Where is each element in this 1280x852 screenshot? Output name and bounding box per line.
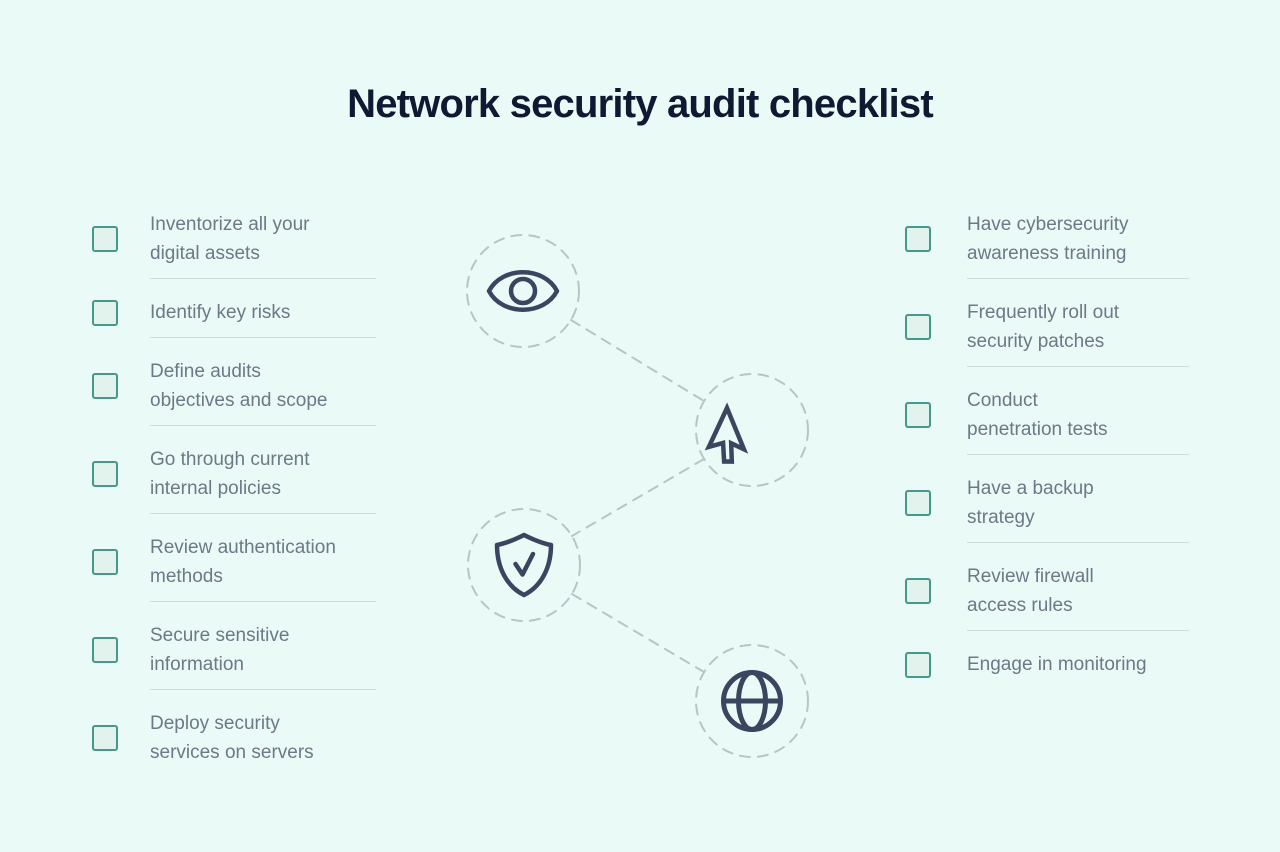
checkbox[interactable] — [905, 578, 931, 604]
checklist-item: Identify key risks — [92, 279, 376, 337]
divider — [150, 513, 376, 514]
checklist-item-label: Engage in monitoring — [967, 654, 1147, 675]
checkbox[interactable] — [92, 725, 118, 751]
checkbox[interactable] — [905, 226, 931, 252]
divider — [967, 542, 1189, 543]
divider — [967, 454, 1189, 455]
checkbox[interactable] — [92, 637, 118, 663]
cursor-icon — [704, 402, 749, 464]
checkbox[interactable] — [905, 651, 931, 678]
dashed-circle-eye — [466, 234, 580, 348]
dashed-circle-cursor — [695, 373, 809, 487]
checkbox[interactable] — [92, 549, 118, 575]
dashed-circle-shield — [467, 508, 581, 622]
checkbox[interactable] — [905, 314, 931, 340]
divider — [967, 366, 1189, 367]
checkbox[interactable] — [905, 402, 931, 428]
eye-icon — [486, 270, 560, 312]
checkbox[interactable] — [92, 226, 118, 252]
divider — [150, 425, 376, 426]
connector-line — [571, 593, 705, 673]
divider — [967, 630, 1189, 631]
checkbox[interactable] — [905, 490, 931, 516]
dashed-circle-globe — [695, 644, 809, 758]
checkbox[interactable] — [92, 461, 118, 487]
checklist-item: Engage in monitoring — [905, 631, 1189, 689]
connector-line — [570, 319, 705, 402]
checkbox[interactable] — [92, 373, 118, 399]
page-title: Network security audit checklist — [347, 82, 934, 126]
connector-line — [571, 458, 705, 537]
shield-check-icon — [494, 532, 554, 598]
checkbox[interactable] — [92, 299, 118, 326]
divider — [150, 278, 376, 279]
divider — [150, 689, 376, 690]
divider — [150, 337, 376, 338]
globe-icon — [721, 670, 783, 732]
divider — [150, 601, 376, 602]
checklist-item-label: Identify key risks — [150, 302, 291, 323]
network-diagram — [466, 234, 809, 758]
divider — [967, 278, 1189, 279]
